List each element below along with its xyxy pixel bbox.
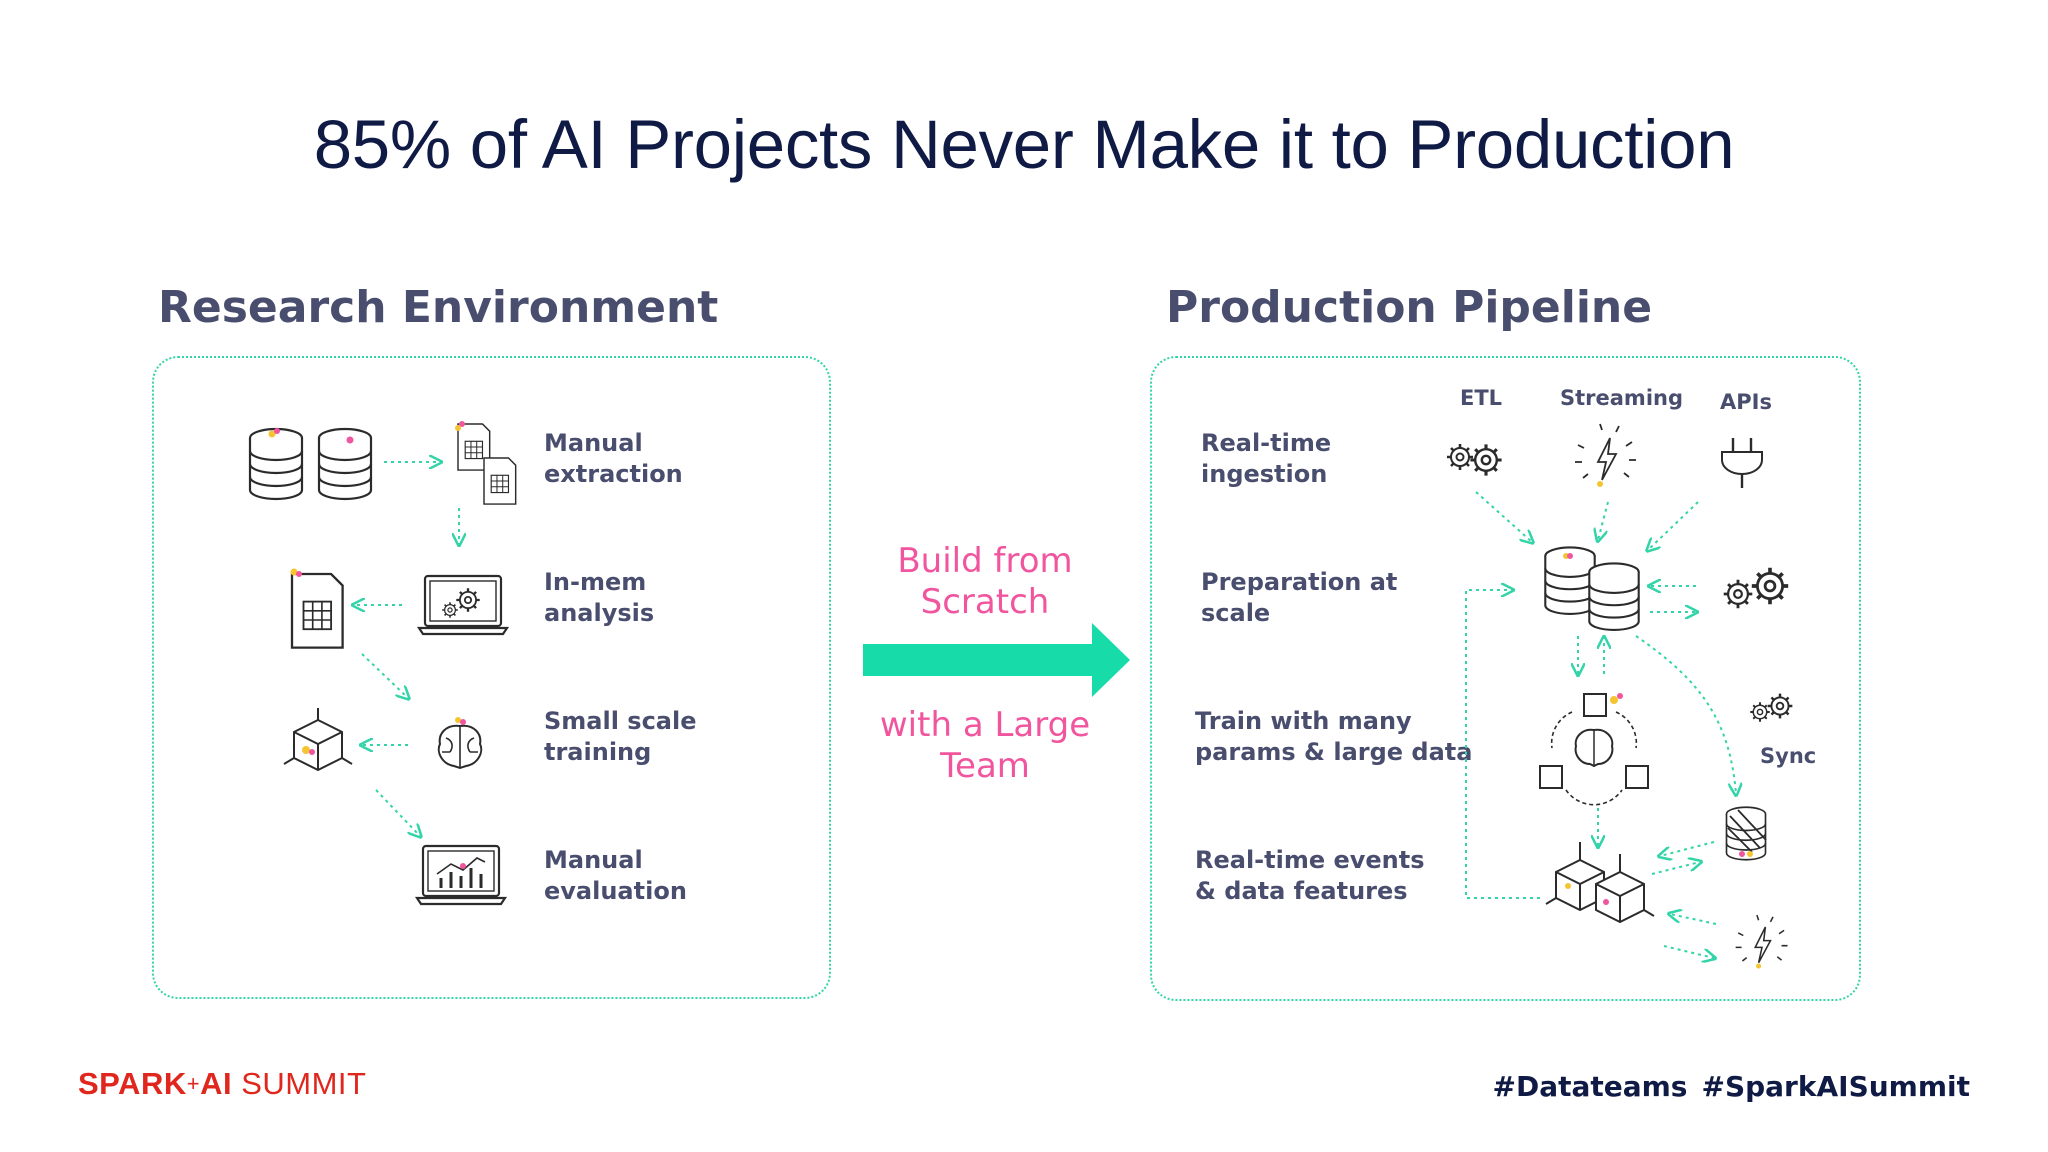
gears-icon — [1447, 444, 1502, 476]
hashtag-datateams: #Datateams — [1492, 1070, 1687, 1103]
cubes-icon — [1546, 842, 1654, 922]
logo-summit: SUMMIT — [232, 1066, 366, 1101]
striped-database-icon — [1727, 807, 1767, 860]
database-icon — [250, 429, 302, 499]
build-arrow — [863, 623, 1130, 697]
spreadsheet-icon — [291, 569, 343, 648]
spark-ai-summit-logo: SPARK+AI SUMMIT — [78, 1066, 366, 1102]
hashtags: #Datateams #SparkAISummit — [1478, 1070, 1970, 1103]
database-icon — [1589, 563, 1638, 630]
brain-icon — [439, 717, 481, 768]
database-icon — [319, 429, 371, 499]
laptop-chart-icon — [417, 846, 505, 904]
laptop-gears-icon — [419, 576, 507, 634]
gears-icon — [1750, 694, 1792, 722]
logo-ai: AI — [200, 1066, 232, 1101]
plug-icon — [1722, 438, 1762, 488]
gears-icon — [1724, 568, 1789, 609]
logo-spark: SPARK — [78, 1066, 187, 1101]
cpu-brain-icon — [1540, 693, 1648, 805]
hashtag-sparkaisummit: #SparkAISummit — [1701, 1070, 1970, 1103]
cube-icon — [284, 708, 352, 770]
logo-plus: + — [187, 1071, 200, 1096]
lightning-icon — [1575, 424, 1636, 487]
lightning-icon — [1736, 915, 1788, 969]
spreadsheet-files-icon — [455, 421, 516, 504]
